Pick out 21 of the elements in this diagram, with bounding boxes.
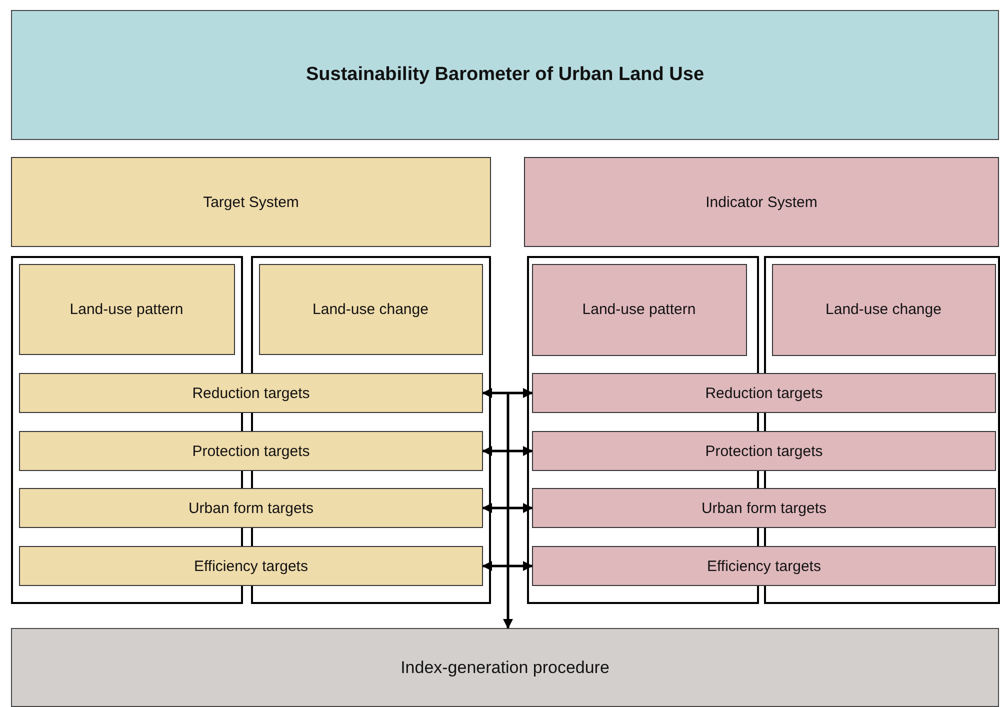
target-box: Protection targets	[19, 431, 483, 471]
target-box: Reduction targets	[19, 373, 483, 413]
indicator-box: Land-use pattern	[532, 264, 746, 356]
target-box: Land-use change	[258, 264, 482, 354]
indicator-box: Efficiency targets	[532, 546, 996, 586]
procedure-box: Index-generation procedure	[11, 628, 999, 707]
arrow	[503, 393, 513, 629]
double-arrow	[482, 503, 533, 513]
target-box: Urban form targets	[19, 488, 483, 528]
indicator-box: Reduction targets	[532, 373, 996, 413]
target-box: Efficiency targets	[19, 546, 483, 586]
double-arrow	[482, 388, 533, 398]
indicator-box: Urban form targets	[532, 488, 996, 528]
target-box: Target System	[11, 157, 491, 247]
double-arrow	[482, 561, 533, 571]
title-box: Sustainability Barometer of Urban Land Use	[11, 10, 999, 140]
indicator-box: Protection targets	[532, 431, 996, 471]
indicator-box: Land-use change	[772, 264, 996, 356]
target-box: Land-use pattern	[18, 264, 234, 354]
double-arrow	[482, 446, 533, 456]
indicator-box: Indicator System	[524, 157, 999, 247]
